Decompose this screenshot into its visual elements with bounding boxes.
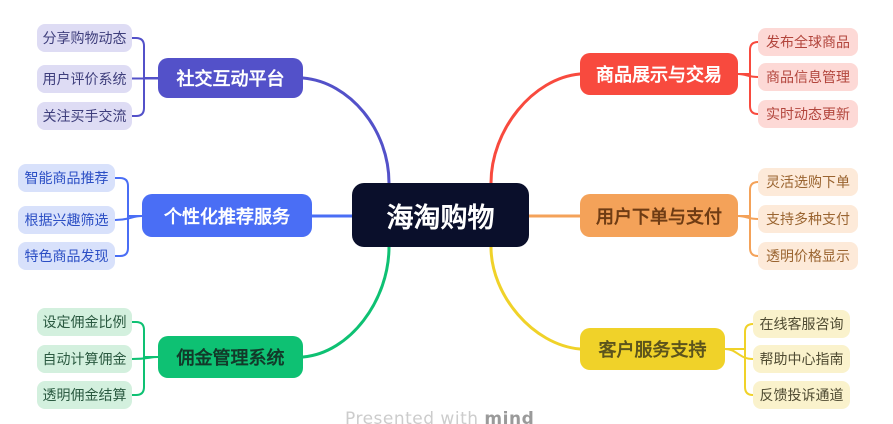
sublink-product-1 bbox=[737, 41, 759, 75]
watermark: Presented with mind bbox=[345, 409, 534, 424]
link-social-platform bbox=[301, 76, 391, 185]
sublink-commission-1 bbox=[131, 321, 159, 358]
child-node[interactable]: 关注买手交流 bbox=[37, 102, 132, 130]
child-node[interactable]: 在线客服咨询 bbox=[753, 310, 850, 338]
sublink-social-1 bbox=[131, 37, 159, 79]
child-node[interactable]: 分享购物动态 bbox=[37, 24, 132, 52]
child-node[interactable]: 用户评价系统 bbox=[37, 65, 132, 93]
child-node[interactable]: 支持多种支付 bbox=[758, 205, 858, 233]
branch-node-product-display[interactable]: 商品展示与交易 bbox=[580, 53, 738, 95]
sublink-social-3 bbox=[131, 77, 159, 117]
link-product-display bbox=[489, 72, 582, 185]
sublink-order-1 bbox=[737, 181, 759, 217]
child-node[interactable]: 帮助中心指南 bbox=[753, 345, 850, 373]
sublink-product-3 bbox=[737, 73, 759, 115]
child-node[interactable]: 灵活选购下单 bbox=[758, 168, 858, 196]
branch-node-personalized[interactable]: 个性化推荐服务 bbox=[142, 194, 312, 237]
branch-node-order-payment[interactable]: 用户下单与支付 bbox=[580, 194, 738, 237]
sublink-service-1 bbox=[724, 323, 754, 350]
link-customer-service bbox=[489, 245, 582, 351]
sublink-order-3 bbox=[737, 215, 759, 257]
sublink-personalized-1 bbox=[114, 177, 143, 217]
child-node[interactable]: 反馈投诉通道 bbox=[753, 381, 850, 409]
child-node[interactable]: 自动计算佣金 bbox=[37, 345, 132, 373]
sublink-service-3 bbox=[724, 348, 754, 396]
child-node[interactable]: 透明价格显示 bbox=[758, 242, 858, 270]
root-node[interactable]: 海淘购物 bbox=[352, 183, 529, 247]
child-node[interactable]: 智能商品推荐 bbox=[18, 164, 115, 192]
child-node[interactable]: 设定佣金比例 bbox=[37, 308, 132, 336]
branch-node-commission[interactable]: 佣金管理系统 bbox=[158, 336, 303, 378]
child-node[interactable]: 透明佣金结算 bbox=[37, 381, 132, 409]
sublink-service-2 bbox=[724, 348, 754, 360]
branch-node-social-platform[interactable]: 社交互动平台 bbox=[158, 58, 303, 98]
child-node[interactable]: 商品信息管理 bbox=[758, 63, 858, 91]
sublink-personalized-3 bbox=[114, 215, 143, 257]
child-node[interactable]: 实时动态更新 bbox=[758, 100, 858, 128]
watermark-brand: mind bbox=[484, 409, 535, 424]
sublink-commission-3 bbox=[131, 356, 159, 396]
watermark-text: Presented with bbox=[345, 409, 485, 424]
child-node[interactable]: 发布全球商品 bbox=[758, 28, 858, 56]
child-node[interactable]: 根据兴趣筛选 bbox=[18, 206, 115, 234]
branch-node-customer-service[interactable]: 客户服务支持 bbox=[580, 328, 725, 370]
link-commission bbox=[301, 245, 391, 359]
child-node[interactable]: 特色商品发现 bbox=[18, 242, 115, 270]
